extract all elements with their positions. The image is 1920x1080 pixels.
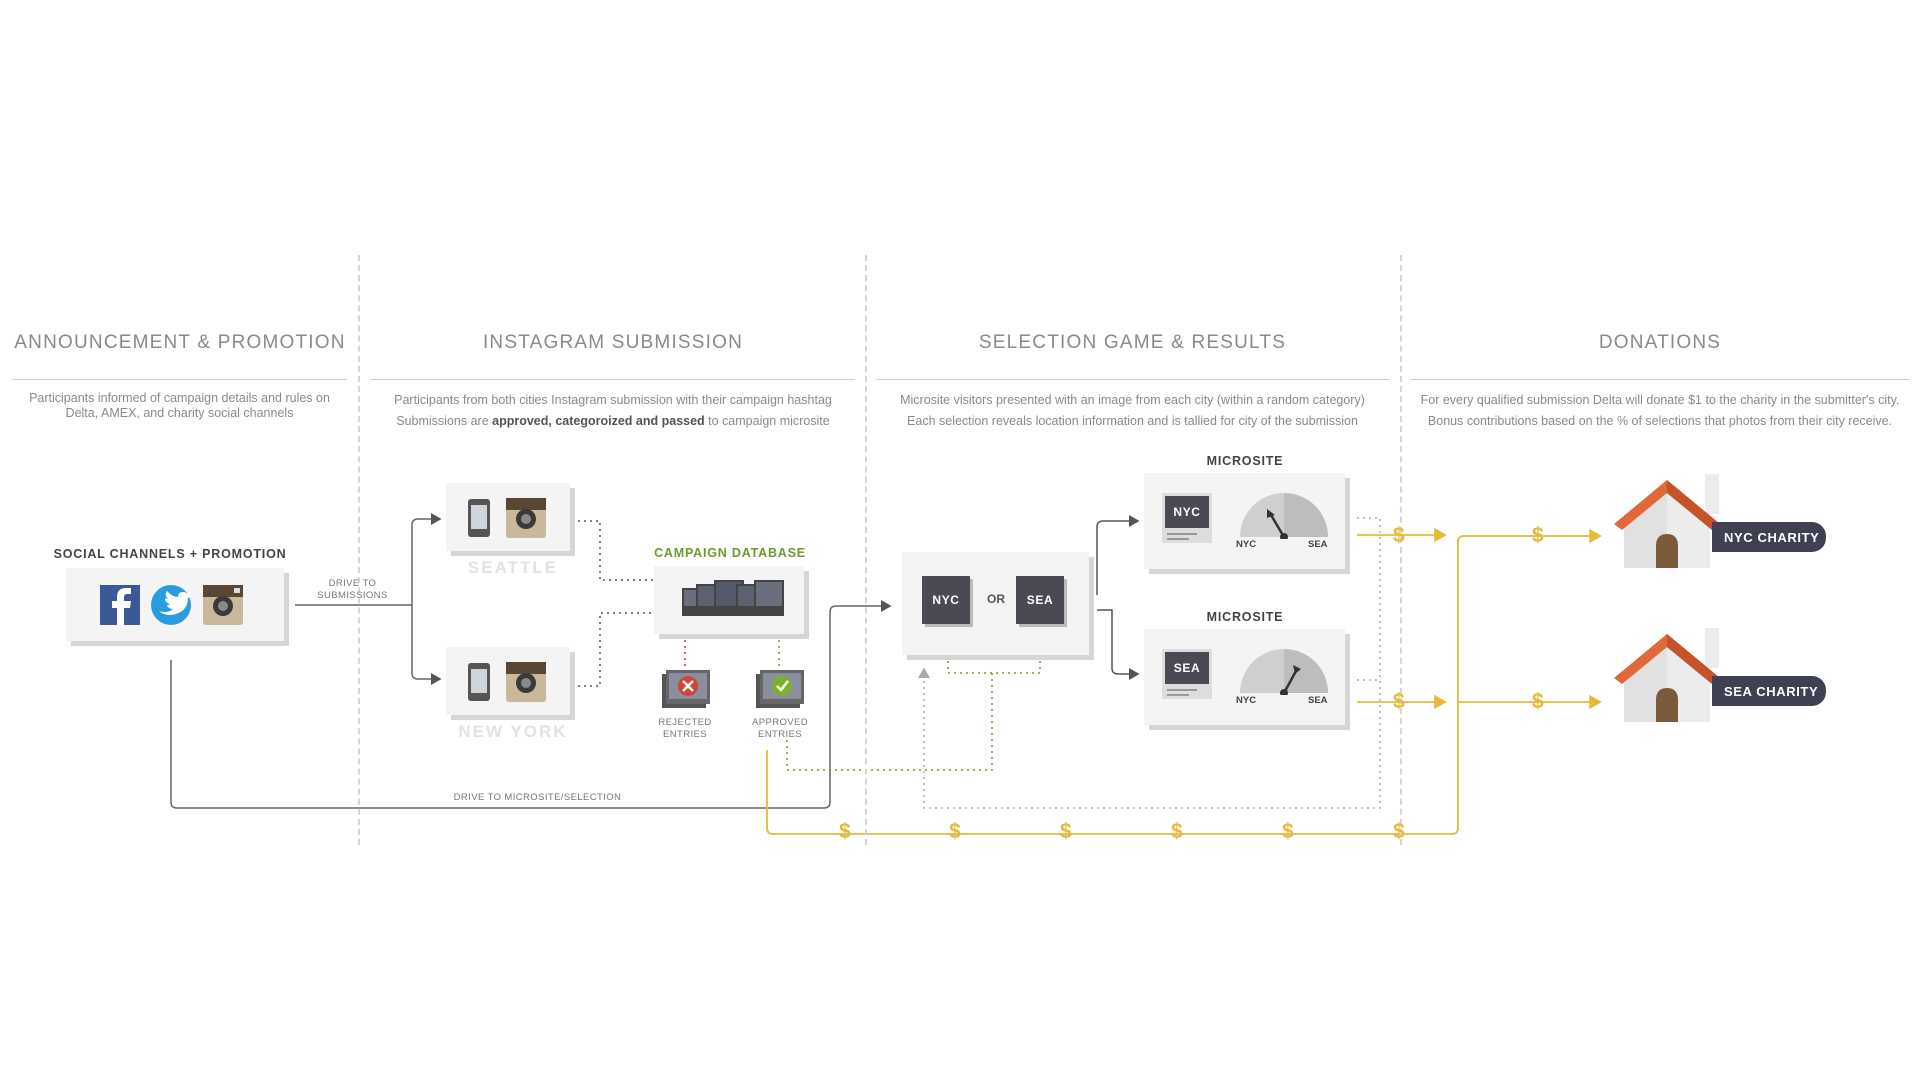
desc-line: Bonus contributions based on the % of se… [1427,414,1893,428]
desc-line: Participants informed of campaign detail… [29,391,330,405]
rejected-entries-label: REJECTED ENTRIES [658,717,712,740]
nyc-charity-badge: NYC CHARITY [1712,522,1826,552]
column-desc-instagram: Participants from both cities Instagram … [368,390,858,432]
dollar-sign: $ [1282,820,1294,843]
screen-line [1167,689,1197,691]
column-rule [370,379,855,380]
desc-line: Submissions are approved, categoroized a… [368,411,858,432]
desc-line: Participants from both cities Instagram … [394,393,832,407]
dollar-sign: $ [949,820,961,843]
approved-entries-icon [756,670,804,708]
sea-charity-badge: SEA CHARITY [1712,676,1826,706]
gauge-left-label: NYC [1236,695,1257,706]
gauge-right-label: SEA [1308,695,1328,706]
rejected-entries-icon [662,670,710,708]
dollar-sign: $ [1532,690,1544,713]
gauge-left-label: NYC [1236,539,1257,550]
column-divider [358,255,360,845]
column-divider [865,255,867,845]
screen-line [1167,533,1197,535]
microsite-label: MICROSITE [1206,454,1284,468]
desc-line: Microsite visitors presented with an ima… [900,393,1365,407]
microsite-city-tile: NYC [1165,496,1209,528]
instagram-icon [203,585,243,625]
column-rule [876,379,1390,380]
selection-nyc-tile: NYC [922,576,970,624]
desc-bold: approved, categoroized and passed [492,414,705,428]
screen-line [1167,694,1189,696]
dollar-sign: $ [1393,524,1405,547]
microsite-nyc-card: NYC NYC SEA [1144,473,1345,569]
dollar-sign: $ [1393,690,1405,713]
drive-to-microsite-label: DRIVE TO MICROSITE/SELECTION [453,792,622,803]
dollar-sign: $ [1393,820,1405,843]
house-icon [1614,474,1720,568]
column-rule [12,379,347,380]
phone-icon [468,663,490,701]
dollar-sign: $ [1532,524,1544,547]
column-title-announcement: ANNOUNCEMENT & PROMOTION [14,332,346,353]
dollar-sign: $ [839,820,851,843]
microsite-label: MICROSITE [1206,610,1284,624]
phone-icon [468,499,490,537]
gauge-icon [1240,493,1328,539]
submission-icons [468,498,546,538]
newyork-label: NEW YORK [458,722,568,741]
newyork-submission-card [446,647,570,715]
desc-line: Delta, AMEX, and charity social channels [65,406,294,420]
campaign-database-card [654,566,804,634]
desc-text: to campaign microsite [704,414,830,428]
desc-line: Each selection reveals location informat… [907,414,1358,428]
column-rule [1410,379,1910,380]
column-desc-announcement: Participants informed of campaign detail… [12,391,347,421]
instagram-icon [506,662,546,702]
dollar-sign: $ [1060,820,1072,843]
column-title-instagram: INSTAGRAM SUBMISSION [482,332,744,353]
gauge-icon [1240,649,1328,695]
microsite-screen: NYC [1162,493,1212,543]
social-card [66,568,284,641]
database-screens-icon [682,580,784,616]
desc-text: Submissions are [396,414,493,428]
column-title-donations: DONATIONS [1598,332,1722,353]
microsite-city-tile: SEA [1165,652,1209,684]
desc-line: For every qualified submission Delta wil… [1420,393,1900,407]
selection-sea-tile: SEA [1016,576,1064,624]
gauge-right-label: SEA [1308,539,1328,550]
column-desc-selection: Microsite visitors presented with an ima… [875,390,1390,432]
house-icon [1614,628,1720,722]
seattle-label: SEATTLE [467,558,559,577]
column-desc-donations: For every qualified submission Delta wil… [1405,390,1915,432]
selection-card: NYC OR SEA [902,552,1089,655]
facebook-icon [100,585,140,625]
microsite-sea-card: SEA NYC SEA [1144,629,1345,725]
social-label: SOCIAL CHANNELS + PROMOTION [53,547,287,561]
campaign-database-label: CAMPAIGN DATABASE [654,546,806,560]
microsite-screen: SEA [1162,649,1212,699]
instagram-icon [506,498,546,538]
selection-or-label: OR [987,592,1005,606]
column-divider [1400,255,1402,845]
drive-to-submissions-label: DRIVE TO SUBMISSIONS [317,578,388,601]
approved-entries-label: APPROVED ENTRIES [752,717,808,740]
dollar-sign: $ [1171,820,1183,843]
seattle-submission-card [446,483,570,551]
social-icons [100,585,243,625]
screen-line [1167,538,1189,540]
column-title-selection: SELECTION GAME & RESULTS [978,332,1287,353]
submission-icons [468,662,546,702]
twitter-icon [151,585,191,625]
